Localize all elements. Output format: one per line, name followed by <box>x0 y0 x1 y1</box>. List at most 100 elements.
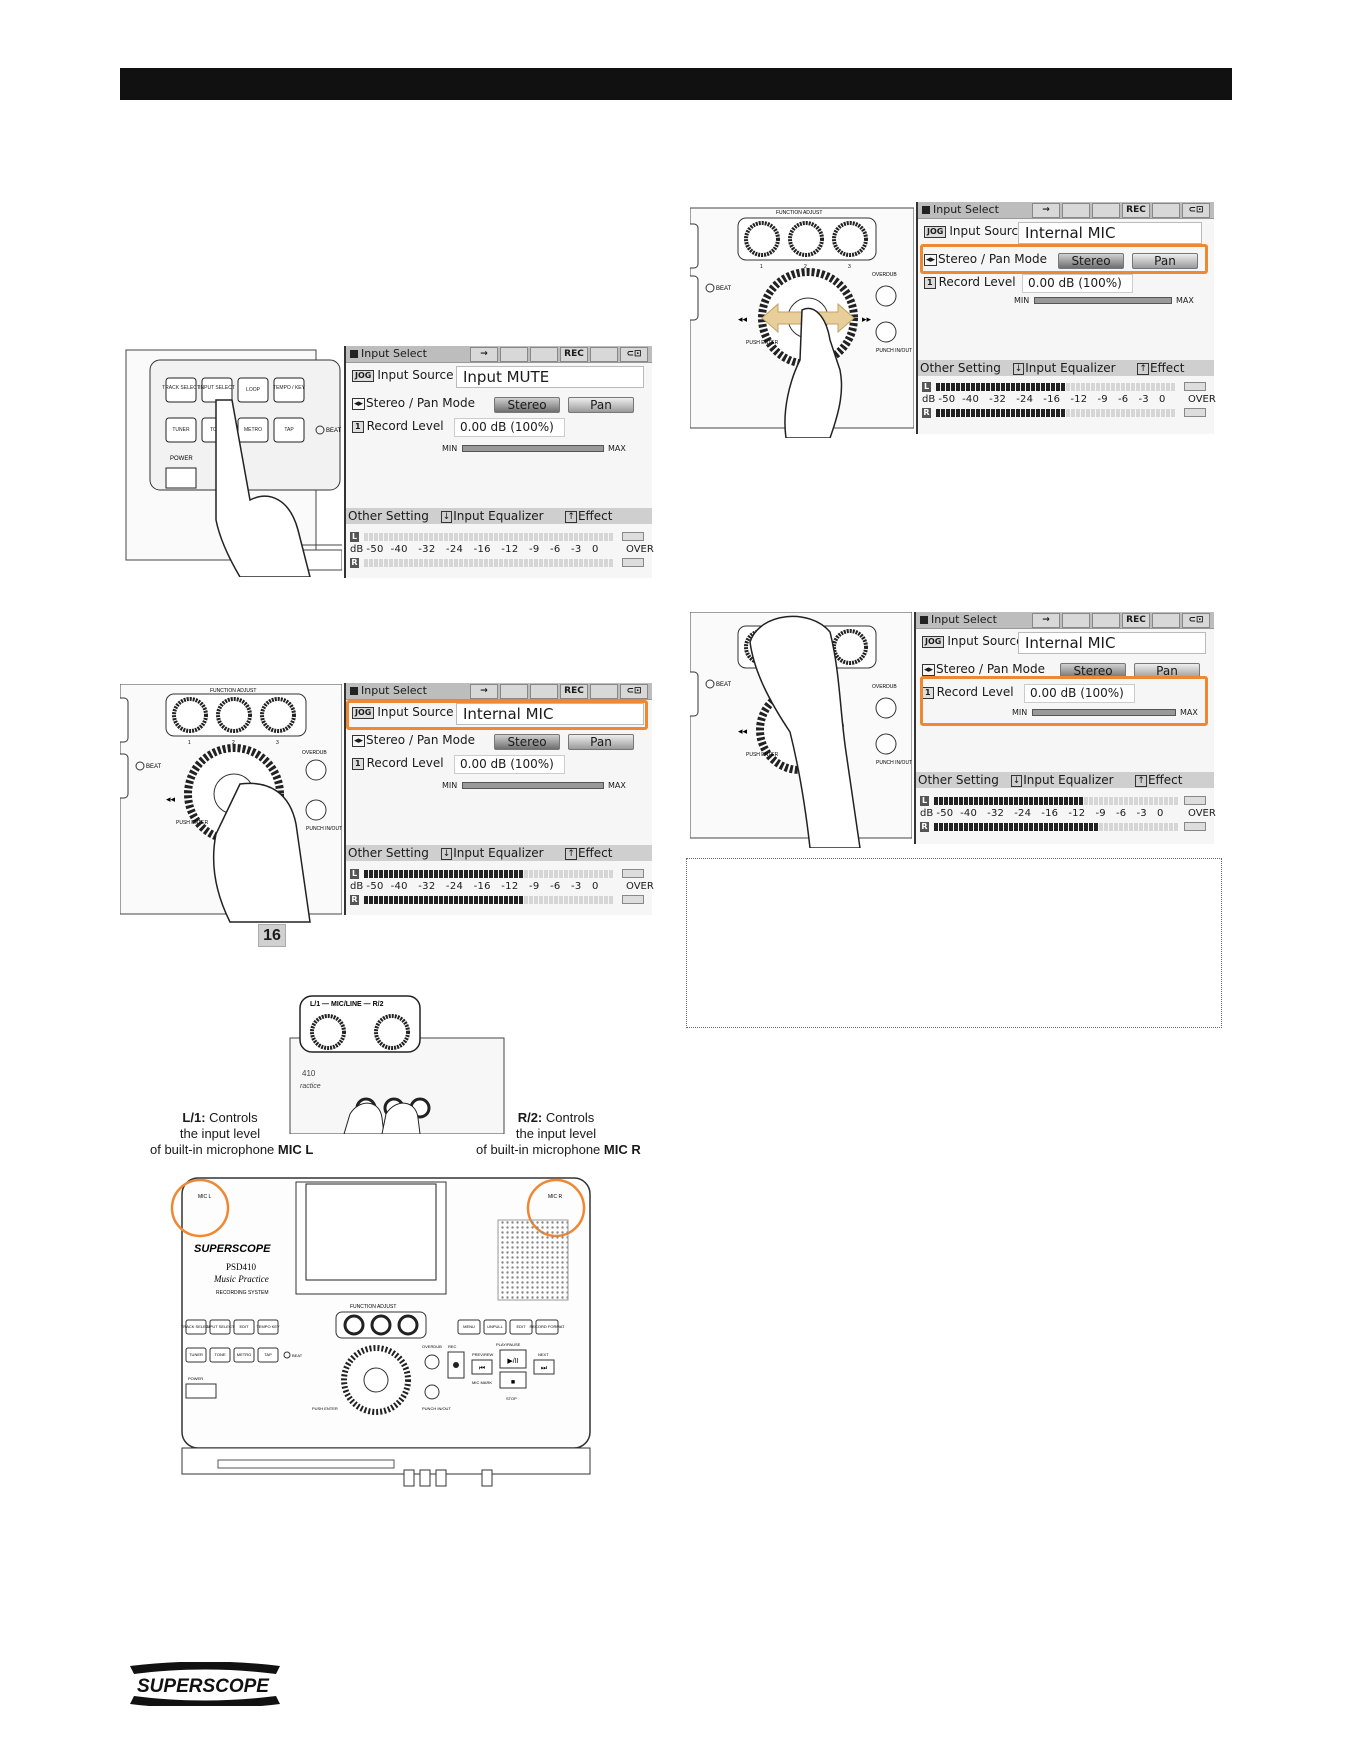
tab-rec[interactable]: REC <box>1122 613 1150 628</box>
record-level-slider[interactable] <box>462 445 604 452</box>
fp-btn-tone[interactable]: TONE <box>214 1352 225 1357</box>
btn-input-select[interactable]: INPUT SELECT <box>199 385 235 391</box>
stereo-button[interactable]: Stereo <box>494 397 560 413</box>
tab-blank-1[interactable] <box>500 684 528 699</box>
fp-btn-metro[interactable]: METRO <box>237 1352 251 1357</box>
effect-label[interactable]: Effect <box>1149 361 1185 375</box>
fp-power-switch[interactable] <box>185 1383 217 1399</box>
r2-knob-icon[interactable] <box>374 1014 410 1050</box>
other-setting-label[interactable]: Other Setting <box>348 509 429 523</box>
tab-blank-3[interactable] <box>1152 203 1180 218</box>
fp-btn-tap[interactable]: TAP <box>264 1352 272 1357</box>
input-source-value[interactable]: Input MUTE <box>456 366 644 388</box>
input-source-value[interactable]: Internal MIC <box>1018 632 1206 654</box>
record-level-slider[interactable] <box>1034 297 1172 304</box>
tab-blank-2[interactable] <box>530 347 558 362</box>
fp-btn-edit2[interactable]: EDIT <box>516 1324 526 1329</box>
pan-button[interactable]: Pan <box>568 397 634 413</box>
fp-play-pause-icon[interactable]: ▶/II <box>507 1358 518 1365</box>
fp-prev-icon[interactable]: ⏮ <box>479 1365 485 1372</box>
tab-rec[interactable]: REC <box>560 347 588 362</box>
input-eq-label[interactable]: Input Equalizer <box>1025 361 1116 375</box>
tab-blank-3[interactable] <box>590 347 618 362</box>
tab-blank-3[interactable] <box>590 684 618 699</box>
knob-1-icon[interactable] <box>172 697 208 733</box>
tab-blank-1[interactable] <box>1062 203 1090 218</box>
fp-btn-menu[interactable]: MENU <box>463 1324 475 1329</box>
record-level-value[interactable]: 0.00 dB (100%) <box>1024 684 1135 703</box>
overdub-button[interactable] <box>875 285 897 307</box>
meter-segment <box>1121 409 1125 417</box>
tab-blank-2[interactable] <box>530 684 558 699</box>
fp-overdub-button[interactable] <box>424 1354 440 1370</box>
overdub-button[interactable] <box>305 759 327 781</box>
overdub-button[interactable] <box>875 697 897 719</box>
record-level-value[interactable]: 0.00 dB (100%) <box>454 418 565 437</box>
input-source-value[interactable]: Internal MIC <box>456 703 644 725</box>
tab-next[interactable]: → <box>1032 203 1060 218</box>
btn-tap[interactable]: TAP <box>284 427 294 433</box>
input-source-value[interactable]: Internal MIC <box>1018 222 1202 244</box>
effect-label[interactable]: Effect <box>577 846 613 860</box>
input-eq-label[interactable]: Input Equalizer <box>453 846 544 860</box>
stereo-button[interactable]: Stereo <box>494 734 560 750</box>
fp-btn-input[interactable]: INPUT SELECT <box>206 1324 235 1329</box>
pan-button[interactable]: Pan <box>1134 663 1200 679</box>
btn-tuner[interactable]: TUNER <box>172 427 190 433</box>
pan-button[interactable]: Pan <box>568 734 634 750</box>
fp-stop-icon[interactable]: ■ <box>511 1379 515 1386</box>
l1-knob-icon[interactable] <box>310 1014 346 1050</box>
stereo-button[interactable]: Stereo <box>1058 253 1124 269</box>
btn-loop[interactable]: LOOP <box>246 387 261 393</box>
knob-1-icon[interactable] <box>744 221 780 257</box>
fp-btn-tuner[interactable]: TUNER <box>189 1352 203 1357</box>
other-setting-label[interactable]: Other Setting <box>920 361 1001 375</box>
input-eq-label[interactable]: Input Equalizer <box>453 509 544 523</box>
record-level-value[interactable]: 0.00 dB (100%) <box>454 755 565 774</box>
tab-blank-1[interactable] <box>1062 613 1090 628</box>
tab-blank-2[interactable] <box>1092 203 1120 218</box>
fp-btn-record-format[interactable]: RECORD FORMAT <box>529 1324 565 1329</box>
other-setting-label[interactable]: Other Setting <box>348 846 429 860</box>
knob-3-icon[interactable] <box>832 221 868 257</box>
fp-next-icon[interactable]: ⏭ <box>541 1365 548 1372</box>
punch-button[interactable] <box>305 799 327 821</box>
tab-blank-2[interactable] <box>1092 613 1120 628</box>
fp-btn-track[interactable]: TRACK SELECT <box>181 1324 212 1329</box>
fp-btn-unpull[interactable]: UNPULL <box>487 1324 504 1329</box>
knob-2-icon[interactable] <box>788 221 824 257</box>
tab-blank-1[interactable] <box>500 347 528 362</box>
effect-label[interactable]: Effect <box>1147 773 1183 787</box>
pan-button[interactable]: Pan <box>1132 253 1198 269</box>
tab-next[interactable]: → <box>1032 613 1060 628</box>
record-level-value[interactable]: 0.00 dB (100%) <box>1022 274 1133 293</box>
input-eq-label[interactable]: Input Equalizer <box>1023 773 1114 787</box>
btn-tempo-key[interactable]: TEMPO / KEY <box>273 385 306 391</box>
punch-button[interactable] <box>875 321 897 343</box>
tab-next[interactable]: → <box>470 684 498 699</box>
fp-btn-tempo[interactable]: TEMPO KEY <box>256 1324 280 1329</box>
record-level-slider[interactable] <box>1032 709 1176 716</box>
knob-2-icon[interactable] <box>216 697 252 733</box>
knob-3-icon[interactable] <box>260 697 296 733</box>
tab-rec[interactable]: REC <box>1122 203 1150 218</box>
btn-metro[interactable]: METRO <box>244 427 262 433</box>
meter-segment <box>1106 383 1110 391</box>
other-setting-label[interactable]: Other Setting <box>918 773 999 787</box>
tab-next[interactable]: → <box>470 347 498 362</box>
tab-rec[interactable]: REC <box>560 684 588 699</box>
fp-punch-button[interactable] <box>424 1384 440 1400</box>
effect-label[interactable]: Effect <box>577 509 613 523</box>
btn-track-select[interactable]: TRACK SELECT <box>162 385 200 391</box>
meter-segment <box>389 870 393 878</box>
db-scale-values: -50 -40 -32 -24 -16 -12 -9 -6 -3 0 <box>936 808 1164 819</box>
tab-blank-3[interactable] <box>1152 613 1180 628</box>
fp-btn-edit[interactable]: EDIT <box>239 1324 249 1329</box>
record-level-slider[interactable] <box>462 782 604 789</box>
knob-3-icon[interactable] <box>832 629 868 665</box>
punch-button[interactable] <box>875 733 897 755</box>
